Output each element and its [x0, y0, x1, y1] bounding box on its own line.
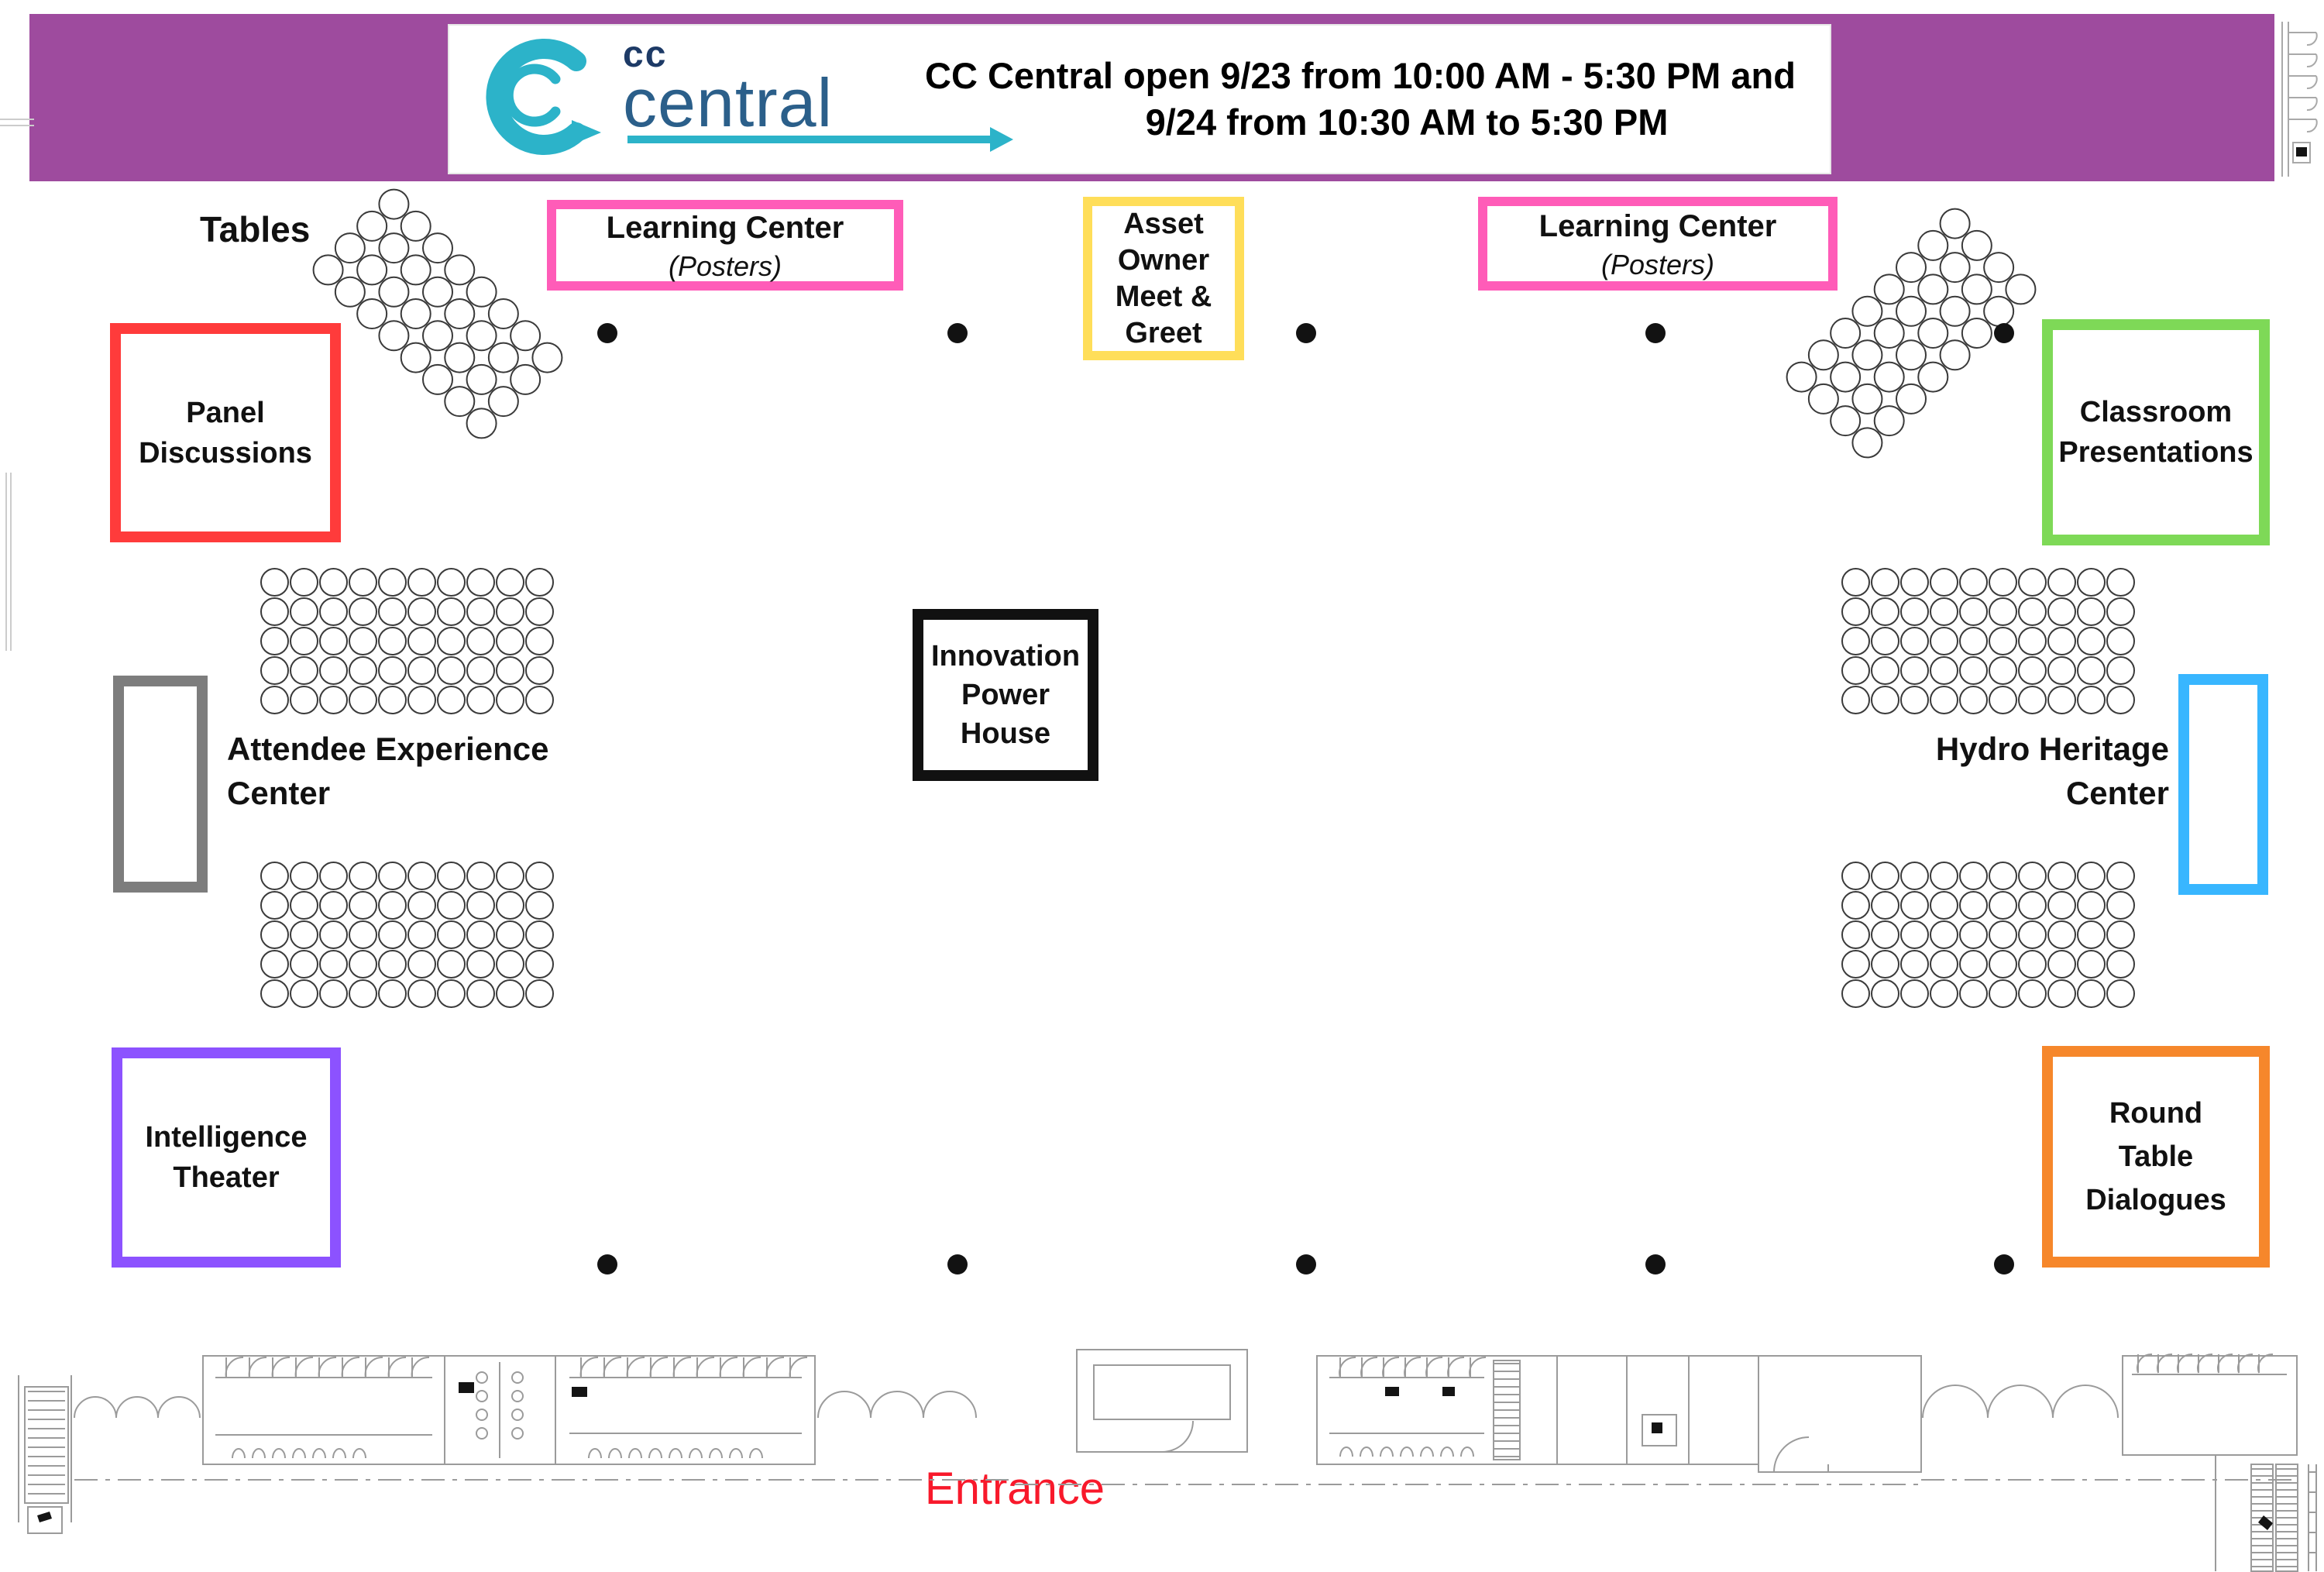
- column-dot: [1994, 323, 2014, 343]
- area-classroom-presentations: Classroom Presentations: [2042, 319, 2270, 545]
- attendee-experience-label: Attendee Experience Center: [227, 731, 549, 811]
- column-dot: [947, 323, 968, 343]
- area-round-table-dialogues: Round Table Dialogues: [2042, 1046, 2270, 1268]
- column-dot: [947, 1254, 968, 1274]
- area-label: Learning Center: [1538, 208, 1777, 243]
- logo-central-text: central: [623, 64, 834, 141]
- banner-hours: CC Central open 9/23 from 10:00 AM - 5:3…: [914, 53, 1830, 146]
- area-label: Innovation Power House: [930, 640, 1081, 750]
- area-innovation-power-house: Innovation Power House: [913, 609, 1098, 781]
- area-label: Intelligence Theater: [145, 1121, 308, 1194]
- column-dot: [1994, 1254, 2014, 1274]
- tables-label: Tables: [200, 209, 311, 249]
- logo-cc-text: cc: [623, 34, 668, 75]
- area-asset-owner-meet-greet: Asset Owner Meet & Greet: [1083, 197, 1244, 360]
- seating-grid-left-bottom: [260, 862, 554, 1008]
- column-dot: [1645, 1254, 1666, 1274]
- area-label: Asset Owner Meet & Greet: [1115, 207, 1212, 349]
- area-intelligence-theater: Intelligence Theater: [112, 1047, 341, 1268]
- area-sublabel: (Posters): [668, 249, 782, 282]
- area-learning-center-left: Learning Center (Posters): [547, 200, 903, 291]
- column-dot: [1645, 323, 1666, 343]
- floorplan-architecture-strip: [18, 1349, 2317, 1572]
- seating-grid-left-top: [260, 568, 554, 714]
- area-sublabel: (Posters): [1600, 248, 1715, 280]
- hours-line-1: CC Central open 9/23 from 10:00 AM - 5:3…: [925, 55, 1796, 96]
- logo-wordmark: cc central: [623, 34, 1013, 152]
- header-banner: cc central CC Central open 9/23 from 10:…: [29, 14, 2274, 181]
- cc-central-logo: cc central: [449, 29, 1013, 170]
- area-learning-center-right: Learning Center (Posters): [1478, 197, 1838, 291]
- logo-arrow-icon: [627, 127, 1013, 152]
- hydro-heritage-booth: [2178, 674, 2268, 895]
- logo-board: cc central CC Central open 9/23 from 10:…: [448, 24, 1831, 174]
- column-dot: [1296, 323, 1316, 343]
- seating-grid-right-top: [1841, 568, 2135, 714]
- entrance-label: Entrance: [924, 1464, 1105, 1514]
- left-edge-architecture: [0, 119, 34, 651]
- column-dot: [597, 1254, 617, 1274]
- seating-grid-right-bottom: [1841, 862, 2135, 1008]
- area-label: Round Table Dialogues: [2085, 1097, 2226, 1216]
- area-label: Classroom Presentations: [2058, 396, 2254, 469]
- attendee-experience-booth: [113, 676, 208, 893]
- hydro-heritage-label: Hydro Heritage Center: [1935, 731, 2169, 811]
- diagonal-table-cluster-left: [306, 182, 569, 445]
- column-dot: [1296, 1254, 1316, 1274]
- area-label: Learning Center: [606, 210, 844, 245]
- hours-line-2: 9/24 from 10:30 AM to 5:30 PM: [1145, 101, 1669, 143]
- area-panel-discussions: Panel Discussions: [110, 323, 341, 542]
- area-label: Panel Discussions: [139, 396, 312, 470]
- logo-swirl-icon: [486, 39, 601, 155]
- right-edge-architecture: [2281, 22, 2318, 177]
- table-circles: [306, 182, 569, 445]
- column-dot: [597, 323, 617, 343]
